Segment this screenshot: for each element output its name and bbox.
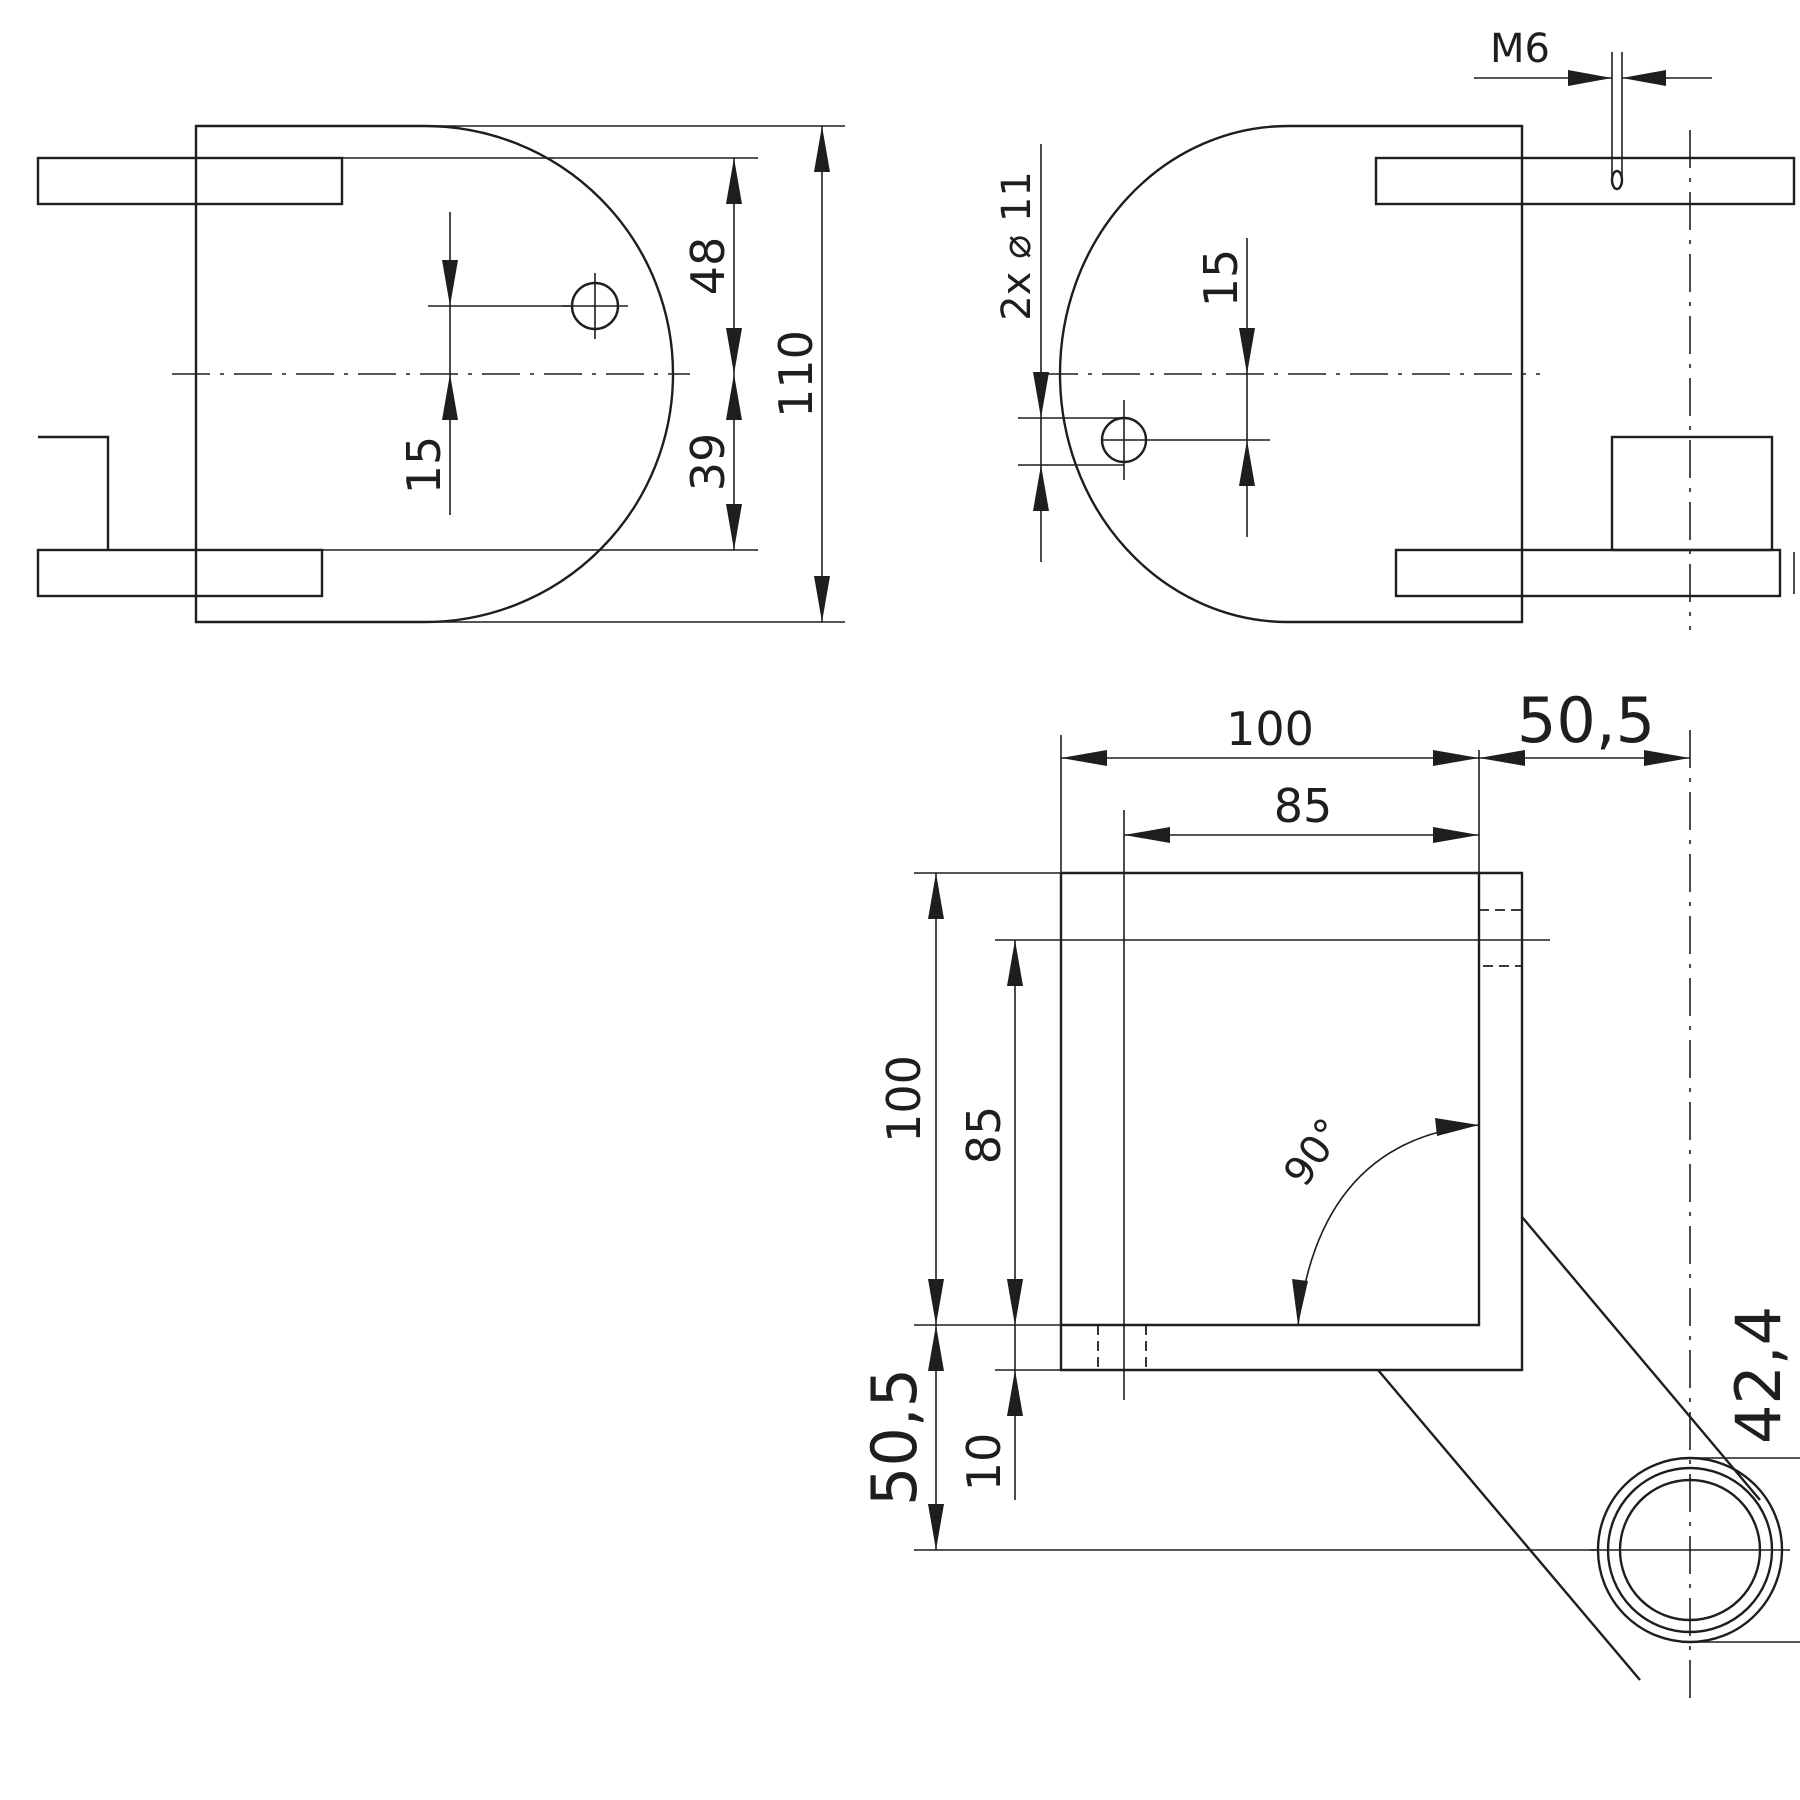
left-lower-tab xyxy=(36,548,324,598)
left-dim110-arrow-top xyxy=(814,126,830,172)
front-hidden-hole-bottom xyxy=(1097,1324,1147,1371)
dim85-v-label: 85 xyxy=(957,1106,1011,1165)
dim50-h-arrow-right xyxy=(1644,750,1690,766)
left-dim48-arrow-top xyxy=(726,158,742,204)
dia11-arrow-bottom xyxy=(1033,465,1049,511)
dim10-v-arrow-bottom xyxy=(1007,1370,1023,1416)
m6-arrow-left xyxy=(1568,70,1612,86)
m6-arrow-right xyxy=(1622,70,1666,86)
left-upper-tab xyxy=(36,156,344,206)
right-dim15-arrow-bottom xyxy=(1239,440,1255,486)
thread-hole xyxy=(1610,169,1624,191)
right-lower-tab xyxy=(1394,548,1782,598)
dim85-h-arrow-right xyxy=(1433,827,1479,843)
left-dim39-arrow-top xyxy=(726,374,742,420)
left-dim-48-label: 48 xyxy=(681,237,735,296)
dim100-v-arrow-bottom xyxy=(928,1279,944,1325)
dim85-h-label: 85 xyxy=(1274,779,1333,833)
dim100-v-label: 100 xyxy=(877,1055,931,1143)
angle-arrow-bottom xyxy=(1292,1279,1308,1325)
left-dim-39-label: 39 xyxy=(681,433,735,492)
dim85-v-arrow-top xyxy=(1007,940,1023,986)
left-side-view: 15 48 39 110 xyxy=(36,124,845,624)
right-dim-15-label: 15 xyxy=(1194,249,1248,308)
dim85-h-arrow-left xyxy=(1124,827,1170,843)
arm-line-upper xyxy=(1521,1216,1761,1501)
left-bracket-body xyxy=(194,124,675,624)
dim50-v-arrow-bottom xyxy=(928,1504,944,1550)
dim42-label: 42,4 xyxy=(1722,1306,1795,1444)
front-hidden-hole-top xyxy=(1478,909,1523,967)
left-dim39-arrow-bottom xyxy=(726,504,742,550)
left-dim15-arrow-top xyxy=(442,260,458,306)
dim50-h-label: 50,5 xyxy=(1517,684,1655,757)
dia11-arrow-top xyxy=(1033,372,1049,418)
arm-line-lower xyxy=(1377,1369,1641,1681)
dim100-h-arrow-left xyxy=(1061,750,1107,766)
left-dim48-arrow-bottom xyxy=(726,328,742,374)
left-lug xyxy=(38,435,110,550)
dim100-v-arrow-top xyxy=(928,873,944,919)
dim100-h-label: 100 xyxy=(1226,702,1314,756)
m6-label: M6 xyxy=(1490,26,1550,72)
front-view: 100 85 50,5 100 85 10 50,5 90° xyxy=(858,684,1800,1700)
angle-label: 90° xyxy=(1275,1110,1353,1194)
left-dim110-arrow-bottom xyxy=(814,576,830,622)
dia11-label: 2x ⌀ 11 xyxy=(994,171,1040,321)
angle-arrow-right xyxy=(1435,1118,1479,1136)
left-dim-15-label: 15 xyxy=(397,436,451,495)
right-dim15-arrow-top xyxy=(1239,328,1255,374)
left-dim15-arrow-bottom xyxy=(442,374,458,420)
left-dim-110-label: 110 xyxy=(769,330,823,418)
dim10-v-arrow-top xyxy=(1007,1279,1023,1325)
dim50-v-label: 50,5 xyxy=(858,1368,931,1506)
right-bracket-body xyxy=(1058,124,1524,624)
right-boss xyxy=(1610,435,1774,552)
dim100-h-arrow-right xyxy=(1433,750,1479,766)
dim50-v-arrow-top xyxy=(928,1325,944,1371)
right-side-view: M6 2x ⌀ 11 15 xyxy=(994,26,1796,630)
dim50-h-arrow-left xyxy=(1479,750,1525,766)
dim10-v-label: 10 xyxy=(957,1433,1011,1492)
right-upper-tab xyxy=(1374,156,1796,206)
